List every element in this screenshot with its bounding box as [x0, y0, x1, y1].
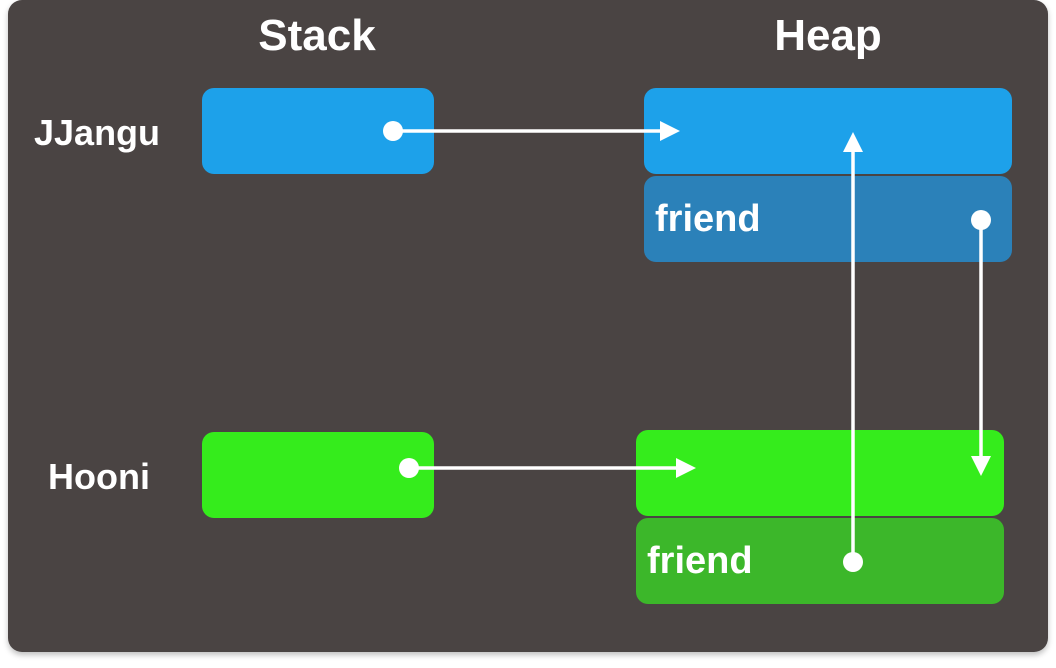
heap-field-jjangu-friend: friend	[644, 176, 1012, 262]
heap-object-hooni	[636, 430, 1004, 516]
heap-object-jjangu	[644, 88, 1012, 174]
diagram-canvas: Stack Heap JJangu Hooni friend friend	[8, 0, 1048, 652]
stack-slot-hooni	[202, 432, 434, 518]
reference-arrow-hooni	[399, 458, 696, 478]
reference-arrow-hooni-friend	[843, 132, 863, 572]
heap-column-title: Heap	[774, 11, 882, 60]
field-label-friend: friend	[655, 198, 761, 240]
reference-arrow-jjangu	[383, 121, 680, 141]
field-label-friend: friend	[647, 540, 753, 582]
reference-arrows	[383, 121, 991, 572]
stack-column-title: Stack	[258, 11, 376, 60]
reference-arrow-jjangu-friend	[971, 210, 991, 476]
variable-label-jjangu: JJangu	[34, 112, 161, 153]
heap-field-hooni-friend: friend	[636, 518, 1004, 604]
variable-label-hooni: Hooni	[48, 456, 150, 497]
